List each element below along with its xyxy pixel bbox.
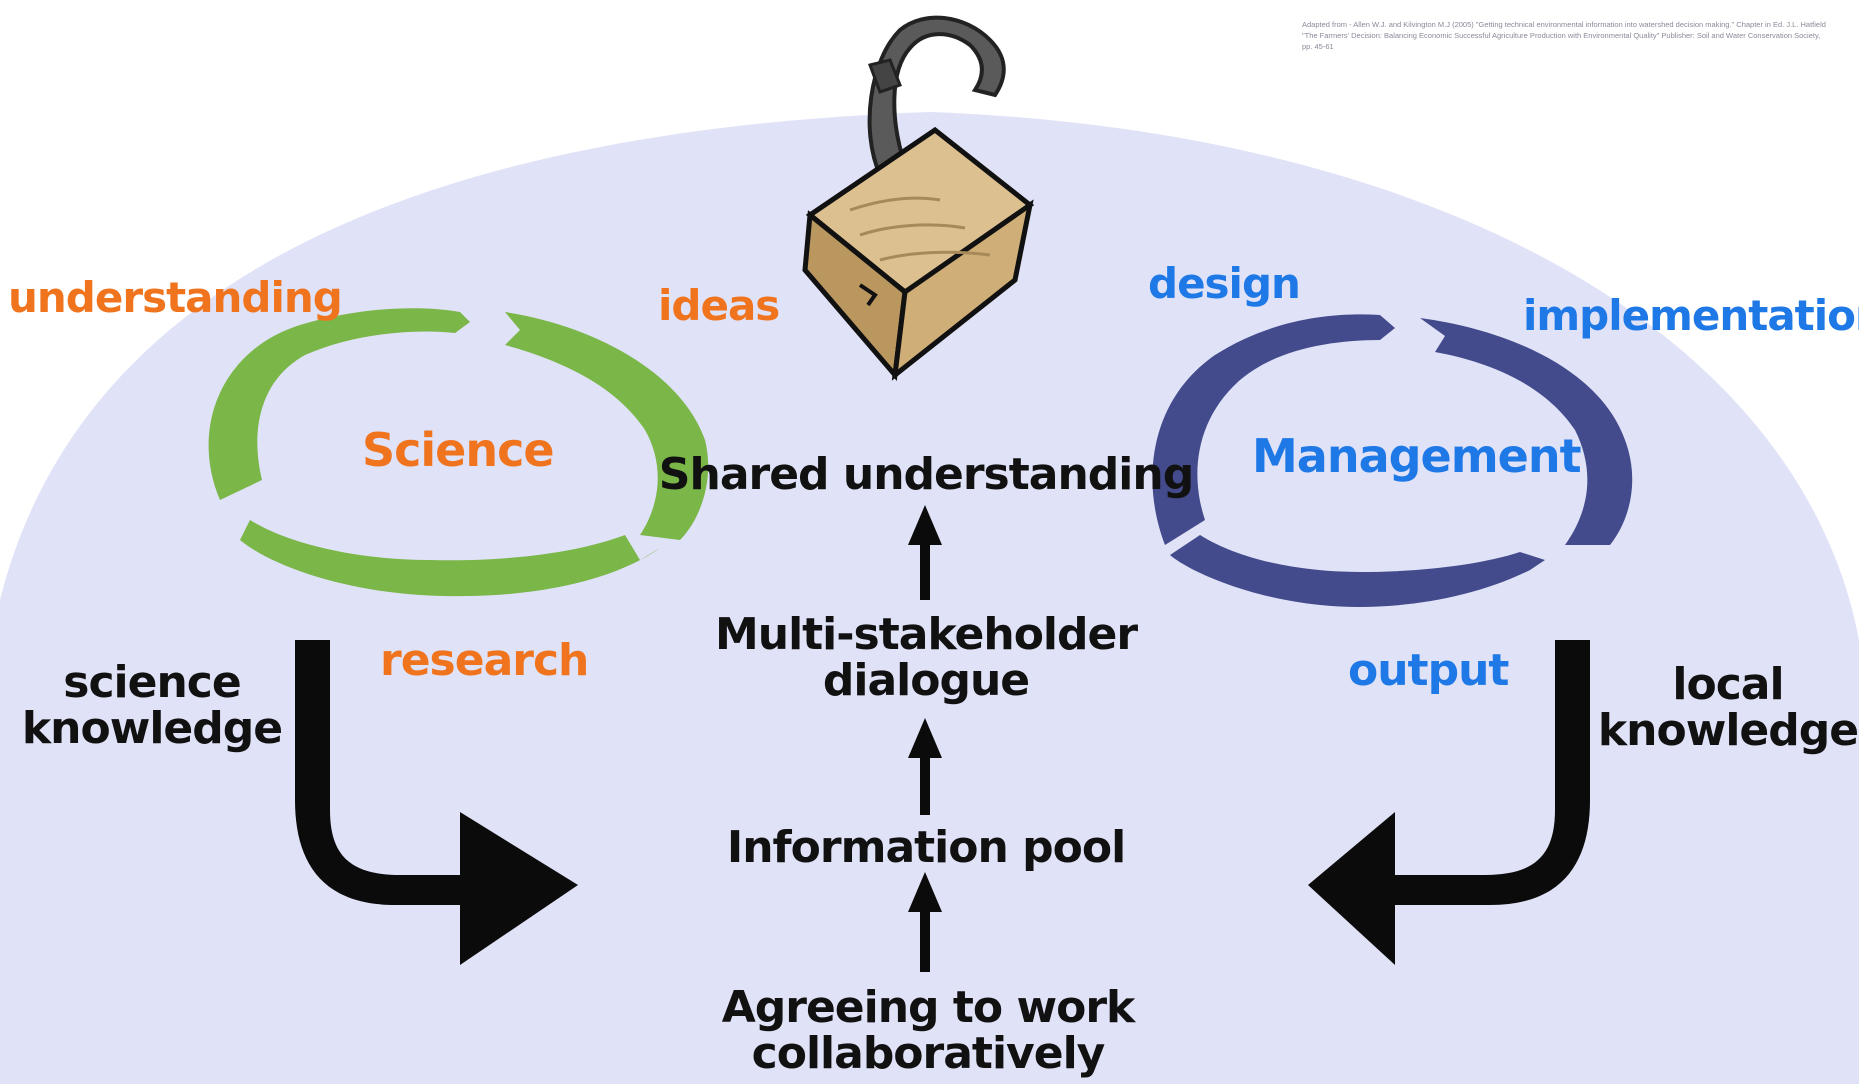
label-research: research — [380, 635, 589, 686]
up-arrow-icon — [908, 718, 942, 815]
curved-arrow-icon — [1308, 640, 1590, 965]
management-cycle-ring — [1152, 314, 1633, 607]
up-arrow-icon — [908, 872, 942, 972]
label-science-knowledge: science knowledge — [21, 657, 283, 755]
label-output: output — [1348, 645, 1509, 696]
open-padlock-icon — [802, 15, 1035, 381]
label-local-knowledge: local knowledge — [1597, 659, 1859, 757]
citation-text: Adapted from - Allen W.J. and Kilvington… — [1302, 20, 1826, 51]
label-shared-understanding: Shared understanding — [658, 449, 1194, 500]
label-design: design — [1148, 259, 1301, 308]
label-ideas: ideas — [658, 281, 780, 330]
up-arrow-icon — [908, 505, 942, 600]
label-management: Management — [1252, 429, 1582, 483]
label-understanding: understanding — [8, 273, 343, 322]
label-implementation: implementation — [1523, 291, 1859, 340]
curved-arrow-icon — [295, 640, 578, 965]
label-science: Science — [362, 423, 555, 477]
label-multi-stakeholder-dialogue: Multi-stakeholder dialogue — [714, 609, 1138, 707]
label-information-pool: Information pool — [726, 822, 1126, 873]
label-agreeing-to-work-collaboratively: Agreeing to work collaboratively — [721, 982, 1136, 1080]
science-cycle-ring — [208, 308, 709, 597]
